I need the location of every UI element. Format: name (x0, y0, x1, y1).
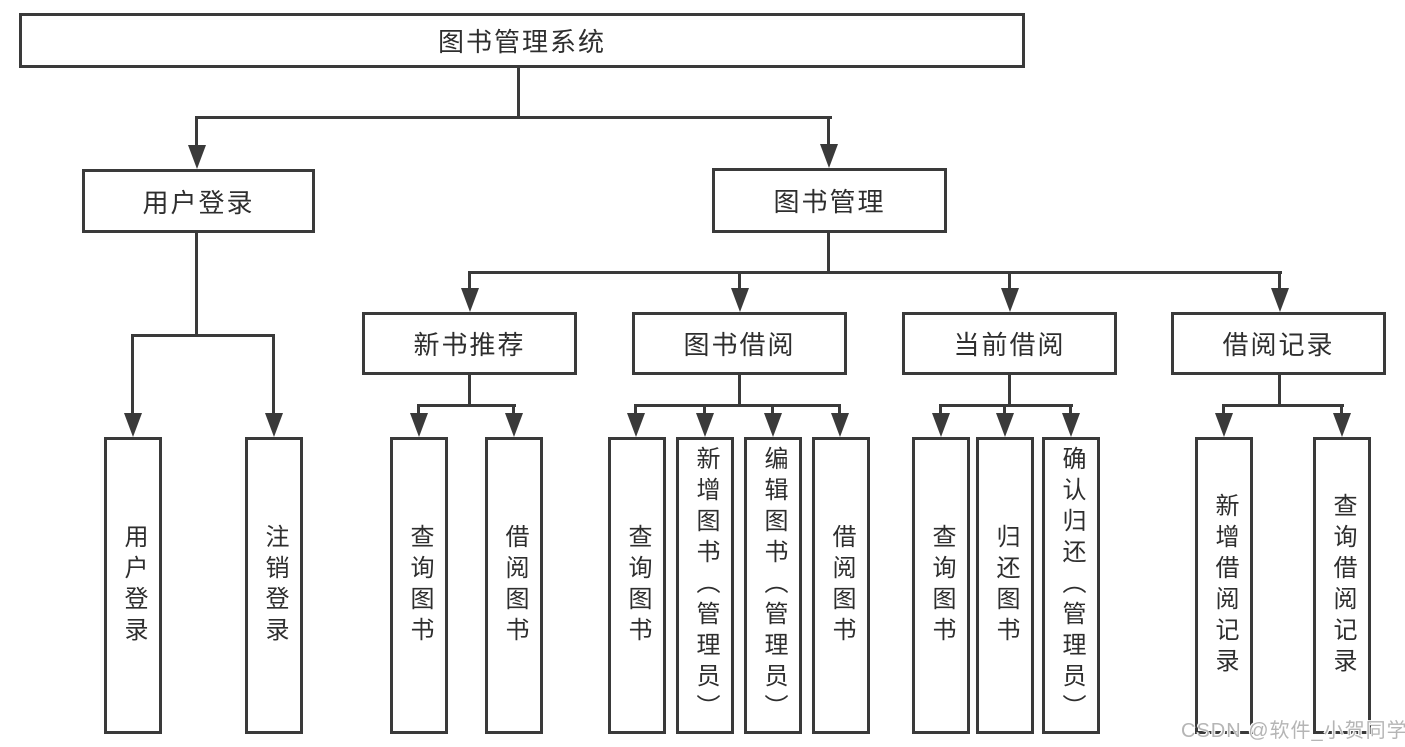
connector-level1-branch (195, 116, 832, 119)
connector-root-stem (517, 67, 520, 119)
connector-stub-book-management (827, 116, 830, 146)
node-current-borrow: 当前借阅 (902, 312, 1117, 375)
node-library-system: 图书管理系统 (19, 13, 1025, 68)
node-borrow-records-label: 借阅记录 (1222, 330, 1335, 360)
connector-user-login-branch (131, 334, 275, 337)
connector-stub-book-borrow (738, 271, 741, 290)
leaf-query-books-current: 查询图书 (912, 437, 970, 734)
leaf-query-borrow-record: 查询借阅记录 (1313, 437, 1371, 734)
leaf-add-borrow-record-label: 新增借阅记录 (1211, 492, 1238, 679)
arrow-down-icon (764, 413, 782, 437)
connector-stub-leaf (1003, 404, 1006, 415)
arrow-down-icon (831, 413, 849, 437)
connector-recommend-leaf-branch (417, 404, 516, 407)
arrow-down-icon (188, 145, 206, 169)
leaf-borrow-books-label: 借阅图书 (828, 523, 855, 648)
arrow-down-icon (124, 413, 142, 437)
connector-stub-leaf (417, 404, 420, 415)
node-book-management: 图书管理 (712, 168, 947, 233)
connector-stub-new-book-recommend (468, 271, 471, 290)
arrow-down-icon (1271, 288, 1289, 312)
connector-stub-leaf-user-login (131, 334, 134, 415)
connector-stub-leaf (939, 404, 942, 415)
connector-current-borrow-stem (1008, 374, 1011, 407)
node-new-book-recommend-label: 新书推荐 (413, 330, 526, 360)
leaf-query-books-borrow-label: 查询图书 (624, 523, 651, 648)
leaf-return-books: 归还图书 (976, 437, 1034, 734)
leaf-query-books-current-label: 查询图书 (928, 523, 955, 648)
connector-stub-leaf (1222, 404, 1225, 415)
node-book-borrow-label: 图书借阅 (683, 330, 796, 360)
node-user-login-label: 用户登录 (142, 187, 255, 218)
node-borrow-records: 借阅记录 (1171, 312, 1386, 375)
leaf-add-books-admin: 新增图书（管理员） (676, 437, 734, 734)
leaf-borrow-books-recommend-label: 借阅图书 (501, 523, 528, 648)
leaf-confirm-return-admin: 确认归还（管理员） (1042, 437, 1100, 734)
leaf-query-books-borrow: 查询图书 (608, 437, 666, 734)
connector-borrow-leaf-branch (634, 404, 841, 407)
leaf-logout-login: 注销登录 (245, 437, 303, 734)
connector-borrow-records-stem (1278, 374, 1281, 407)
node-user-login: 用户登录 (82, 169, 315, 233)
connector-stub-leaf (512, 404, 515, 415)
watermark: CSDN @软件_小贺同学 (1181, 720, 1405, 742)
arrow-down-icon (820, 144, 838, 168)
arrow-down-icon (461, 288, 479, 312)
leaf-add-books-admin-label: 新增图书（管理员） (692, 446, 719, 725)
node-current-borrow-label: 当前借阅 (953, 330, 1066, 360)
arrow-down-icon (731, 288, 749, 312)
connector-book-borrow-stem (738, 374, 741, 407)
arrow-down-icon (696, 413, 714, 437)
connector-stub-leaf-logout (272, 334, 275, 415)
leaf-query-borrow-record-label: 查询借阅记录 (1329, 492, 1356, 679)
connector-stub-user-login (195, 116, 198, 146)
connector-records-leaf-branch (1222, 404, 1344, 407)
arrow-down-icon (410, 413, 428, 437)
arrow-down-icon (1001, 288, 1019, 312)
connector-stub-leaf (771, 404, 774, 415)
connector-book-management-stem (827, 232, 830, 273)
connector-stub-leaf (838, 404, 841, 415)
connector-stub-leaf (1340, 404, 1343, 415)
leaf-query-books-recommend: 查询图书 (390, 437, 448, 734)
leaf-edit-books-admin-label: 编辑图书（管理员） (760, 446, 787, 725)
connector-stub-leaf (634, 404, 637, 415)
leaf-return-books-label: 归还图书 (992, 523, 1019, 648)
leaf-borrow-books-recommend: 借阅图书 (485, 437, 543, 734)
leaf-edit-books-admin: 编辑图书（管理员） (744, 437, 802, 734)
leaf-user-login-label: 用户登录 (120, 523, 147, 648)
arrow-down-icon (932, 413, 950, 437)
leaf-confirm-return-admin-label: 确认归还（管理员） (1058, 446, 1085, 725)
connector-level2-branch (468, 271, 1282, 274)
node-book-borrow: 图书借阅 (632, 312, 847, 375)
connector-user-login-stem (195, 232, 198, 336)
connector-stub-leaf (703, 404, 706, 415)
connector-new-book-recommend-stem (468, 374, 471, 407)
leaf-query-books-recommend-label: 查询图书 (406, 523, 433, 648)
leaf-logout-login-label: 注销登录 (261, 523, 288, 648)
connector-current-leaf-branch (939, 404, 1073, 407)
arrow-down-icon (1215, 413, 1233, 437)
connector-stub-leaf (1069, 404, 1072, 415)
node-book-management-label: 图书管理 (773, 187, 886, 217)
arrow-down-icon (505, 413, 523, 437)
node-library-system-label: 图书管理系统 (437, 27, 606, 57)
arrow-down-icon (1333, 413, 1351, 437)
leaf-borrow-books: 借阅图书 (812, 437, 870, 734)
connector-stub-borrow-records (1278, 271, 1281, 290)
arrow-down-icon (1062, 413, 1080, 437)
leaf-user-login: 用户登录 (104, 437, 162, 734)
leaf-add-borrow-record: 新增借阅记录 (1195, 437, 1253, 734)
arrow-down-icon (265, 413, 283, 437)
connector-stub-current-borrow (1008, 271, 1011, 290)
node-new-book-recommend: 新书推荐 (362, 312, 577, 375)
arrow-down-icon (627, 413, 645, 437)
arrow-down-icon (996, 413, 1014, 437)
